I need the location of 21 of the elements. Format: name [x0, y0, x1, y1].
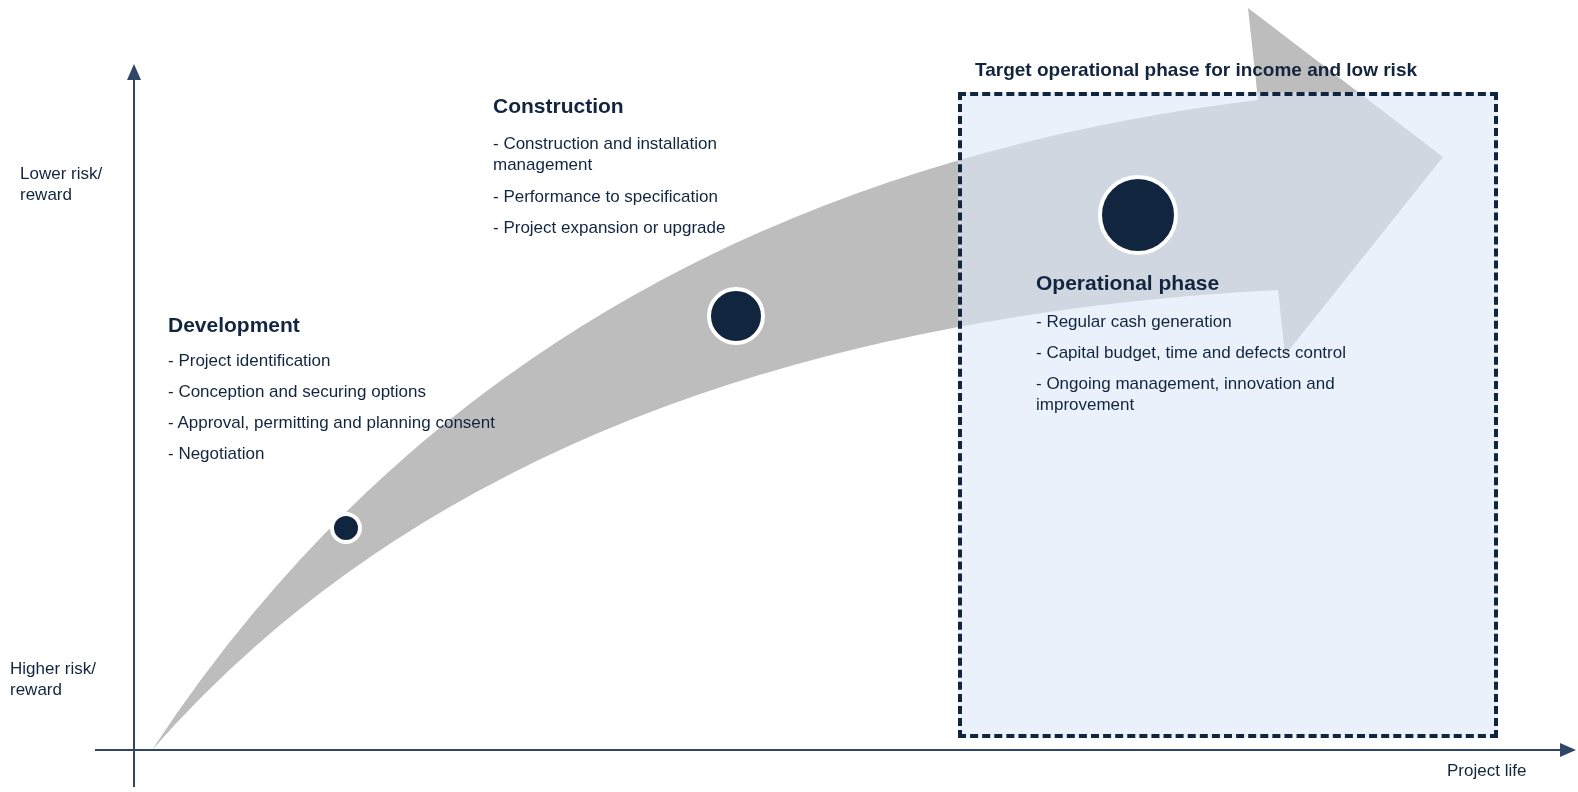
bullet-item: - Ongoing management, innovation and improvement: [1036, 373, 1336, 415]
bullet-item: - Capital budget, time and defects control: [1036, 342, 1347, 363]
bullet-item: - Project expansion or upgrade: [493, 217, 727, 238]
bullet-item: - Project identification: [168, 350, 332, 371]
milestone-dot: [1098, 175, 1178, 255]
milestone-dot: [707, 287, 765, 345]
axis-label: Project life: [1447, 760, 1528, 781]
axis-label: Lower risk/ reward: [20, 163, 104, 205]
bullet-item: - Regular cash generation: [1036, 311, 1233, 332]
bullet-item: - Conception and securing options: [168, 381, 427, 402]
bullet-item: - Approval, permitting and planning consent: [168, 412, 496, 433]
bullet-item: - Performance to specification: [493, 186, 719, 207]
axis-label: Higher risk/ reward: [10, 658, 97, 700]
box-title: Target operational phase for income and low risk: [975, 58, 1419, 82]
milestone-dot: [330, 512, 362, 544]
target-phase-box: [958, 92, 1498, 738]
bullet-item: - Construction and installation management: [493, 133, 718, 175]
phase-heading: Operational phase: [1036, 270, 1221, 296]
bullet-item: - Negotiation: [168, 443, 266, 464]
phase-heading: Construction: [493, 93, 625, 119]
phase-heading: Development: [168, 312, 301, 338]
